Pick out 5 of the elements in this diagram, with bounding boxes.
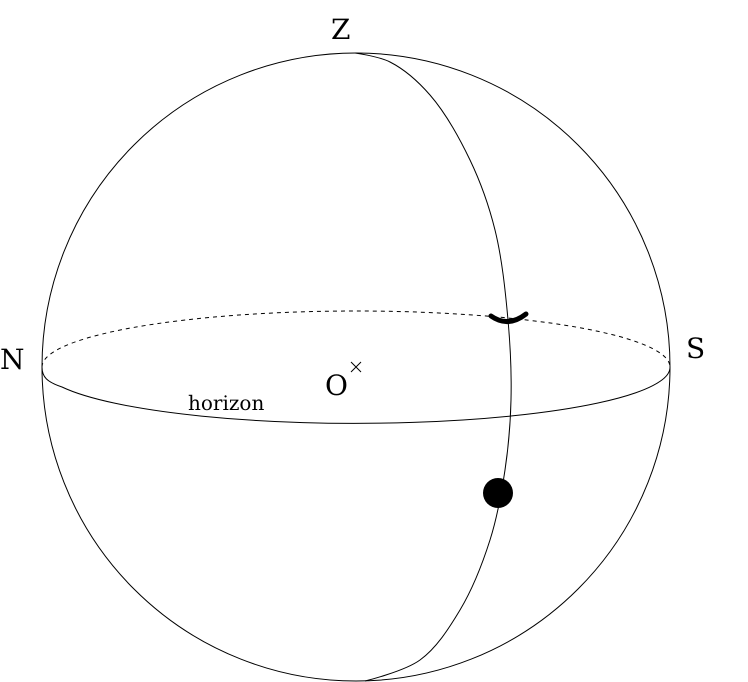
point-label: S bbox=[686, 335, 706, 363]
point-label: O bbox=[325, 372, 348, 400]
point-label: N bbox=[0, 346, 24, 374]
point-label: Z bbox=[331, 16, 350, 44]
horizon-label: horizon bbox=[188, 393, 264, 413]
